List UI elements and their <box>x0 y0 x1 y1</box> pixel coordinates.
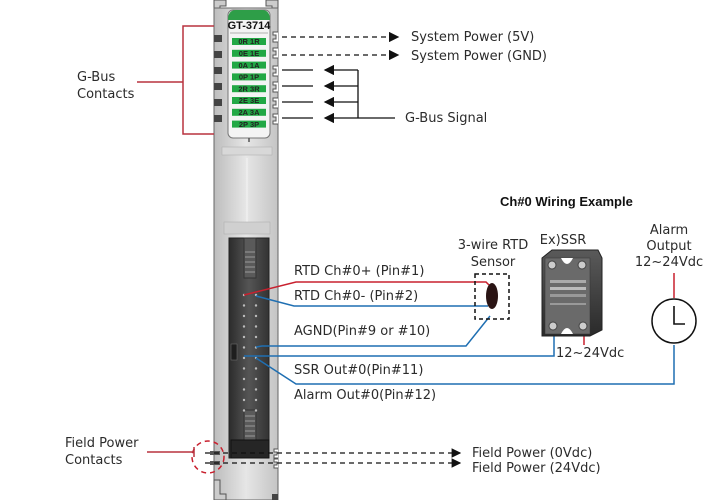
field-power-0vdc-label: Field Power (0Vdc) <box>472 446 592 461</box>
connector-pin <box>254 304 258 307</box>
led-label: 2P 3P <box>239 120 259 129</box>
led-label: 2A 3A <box>239 108 261 117</box>
io-module: GT-3714 0R 1R 0E 1E 0A 1A 0P 1P 2R 3R 2E 3E 2A… <box>210 0 279 500</box>
led-indicator <box>260 38 266 45</box>
led-indicator <box>260 120 266 128</box>
led-indicator <box>232 108 238 116</box>
alarm-label-3: 12~24Vdc <box>635 255 703 270</box>
gbus-contacts <box>214 35 222 122</box>
wiring-example-title: Ch#0 Wiring Example <box>500 194 633 209</box>
led-label: 0R 1R <box>238 37 260 46</box>
wire-alarm-out <box>255 345 675 385</box>
led-label: 2R 3R <box>238 84 260 93</box>
rtd-sensor-label-1: 3-wire RTD <box>458 238 528 253</box>
connector-pin <box>242 367 246 370</box>
gbus-signal-connections <box>282 64 395 124</box>
system-power-connections: System Power (5V) System Power (GND) <box>282 30 547 64</box>
led-indicator <box>260 49 266 57</box>
led-row: 2R 3R <box>232 84 266 93</box>
alarm-label-1: Alarm <box>650 223 688 238</box>
connector-pin <box>254 398 258 402</box>
connector-pin <box>242 388 246 391</box>
connector-pin <box>254 325 258 328</box>
ssr-device: Ex)SSR 12~24Vdc <box>540 233 625 361</box>
led-row: 2P 3P <box>232 120 266 129</box>
connector-pin <box>242 314 246 318</box>
system-power-5v-label: System Power (5V) <box>411 30 534 45</box>
led-indicator <box>260 97 266 104</box>
led-row: 0E 1E <box>232 49 266 58</box>
led-indicator <box>232 97 238 104</box>
led-label: 0P 1P <box>239 73 259 82</box>
connector-pin <box>254 388 258 391</box>
connector-pin <box>254 367 258 370</box>
connector-pin <box>242 335 246 339</box>
connector-pin <box>242 377 246 381</box>
pin-label-rtd-plus: RTD Ch#0+ (Pin#1) <box>294 264 424 279</box>
gbus-right-notches <box>272 31 278 125</box>
field-power-contacts-label-1: Field Power <box>65 436 139 451</box>
gbus-contacts-label-2: Contacts <box>77 87 135 102</box>
pin-label-alarm-out: Alarm Out#0(Pin#12) <box>294 388 436 403</box>
pin-label-agnd: AGND(Pin#9 or #10) <box>294 324 430 339</box>
led-indicator <box>260 108 266 116</box>
rtd-sensor: 3-wire RTD Sensor <box>458 238 528 320</box>
connector-pin <box>242 346 246 349</box>
alarm-output-device: Alarm Output 12~24Vdc <box>635 223 703 344</box>
connector-pin <box>242 325 246 328</box>
rtd-sensor-element <box>486 283 498 309</box>
model-number: GT-3714 <box>228 20 272 32</box>
gbus-contacts-callout: G-Bus Contacts <box>77 25 214 135</box>
connector-pin <box>254 314 258 318</box>
led-indicator <box>232 61 238 69</box>
gbus-contacts-label-1: G-Bus <box>77 70 115 85</box>
field-power-contacts-label-2: Contacts <box>65 453 123 468</box>
led-indicator <box>232 120 238 128</box>
ssr-voltage-label: 12~24Vdc <box>556 346 624 361</box>
connector-pin <box>254 335 258 339</box>
connector-pin <box>242 398 246 402</box>
led-label: 0A 1A <box>239 61 261 70</box>
connector-pin <box>242 409 246 412</box>
led-indicator-list: 0R 1R 0E 1E 0A 1A 0P 1P 2R 3R 2E 3E 2A 3A 2P 3P <box>232 37 266 129</box>
led-indicator <box>232 85 238 93</box>
led-indicator <box>260 85 266 93</box>
led-indicator <box>232 49 238 57</box>
led-indicator <box>260 61 266 69</box>
led-row: 2E 3E <box>232 96 266 105</box>
pin-label-ssr-out: SSR Out#0(Pin#11) <box>294 363 423 378</box>
led-panel-header <box>228 10 270 20</box>
wire-ssr-out <box>244 332 555 357</box>
led-row: 0R 1R <box>232 37 266 46</box>
led-row: 2A 3A <box>232 108 266 117</box>
connector-top-ribs <box>243 237 257 279</box>
led-indicator <box>232 73 238 81</box>
alarm-label-2: Output <box>646 239 691 254</box>
led-indicator <box>260 73 266 81</box>
led-label: 0E 1E <box>239 49 259 58</box>
field-power-callout: Field Power Contacts Field Power (0Vdc) … <box>65 436 601 476</box>
connector-pin <box>254 409 258 412</box>
led-row: 0A 1A <box>232 61 266 70</box>
pin-label-rtd-minus: RTD Ch#0- (Pin#2) <box>294 289 418 304</box>
connector-pin <box>254 377 258 381</box>
system-power-gnd-label: System Power (GND) <box>411 49 547 64</box>
led-label: 2E 3E <box>239 96 259 105</box>
led-indicator <box>232 38 238 45</box>
led-row: 0P 1P <box>232 73 266 82</box>
wire-agnd <box>255 315 491 348</box>
wire-rtd-minus <box>255 295 488 307</box>
connector-pin <box>242 304 246 307</box>
ssr-label: Ex)SSR <box>540 233 587 248</box>
connector-pin <box>242 356 246 360</box>
field-power-24vdc-label: Field Power (24Vdc) <box>472 461 601 476</box>
gbus-signal-label: G-Bus Signal <box>405 111 487 126</box>
rtd-sensor-label-2: Sensor <box>471 255 516 270</box>
